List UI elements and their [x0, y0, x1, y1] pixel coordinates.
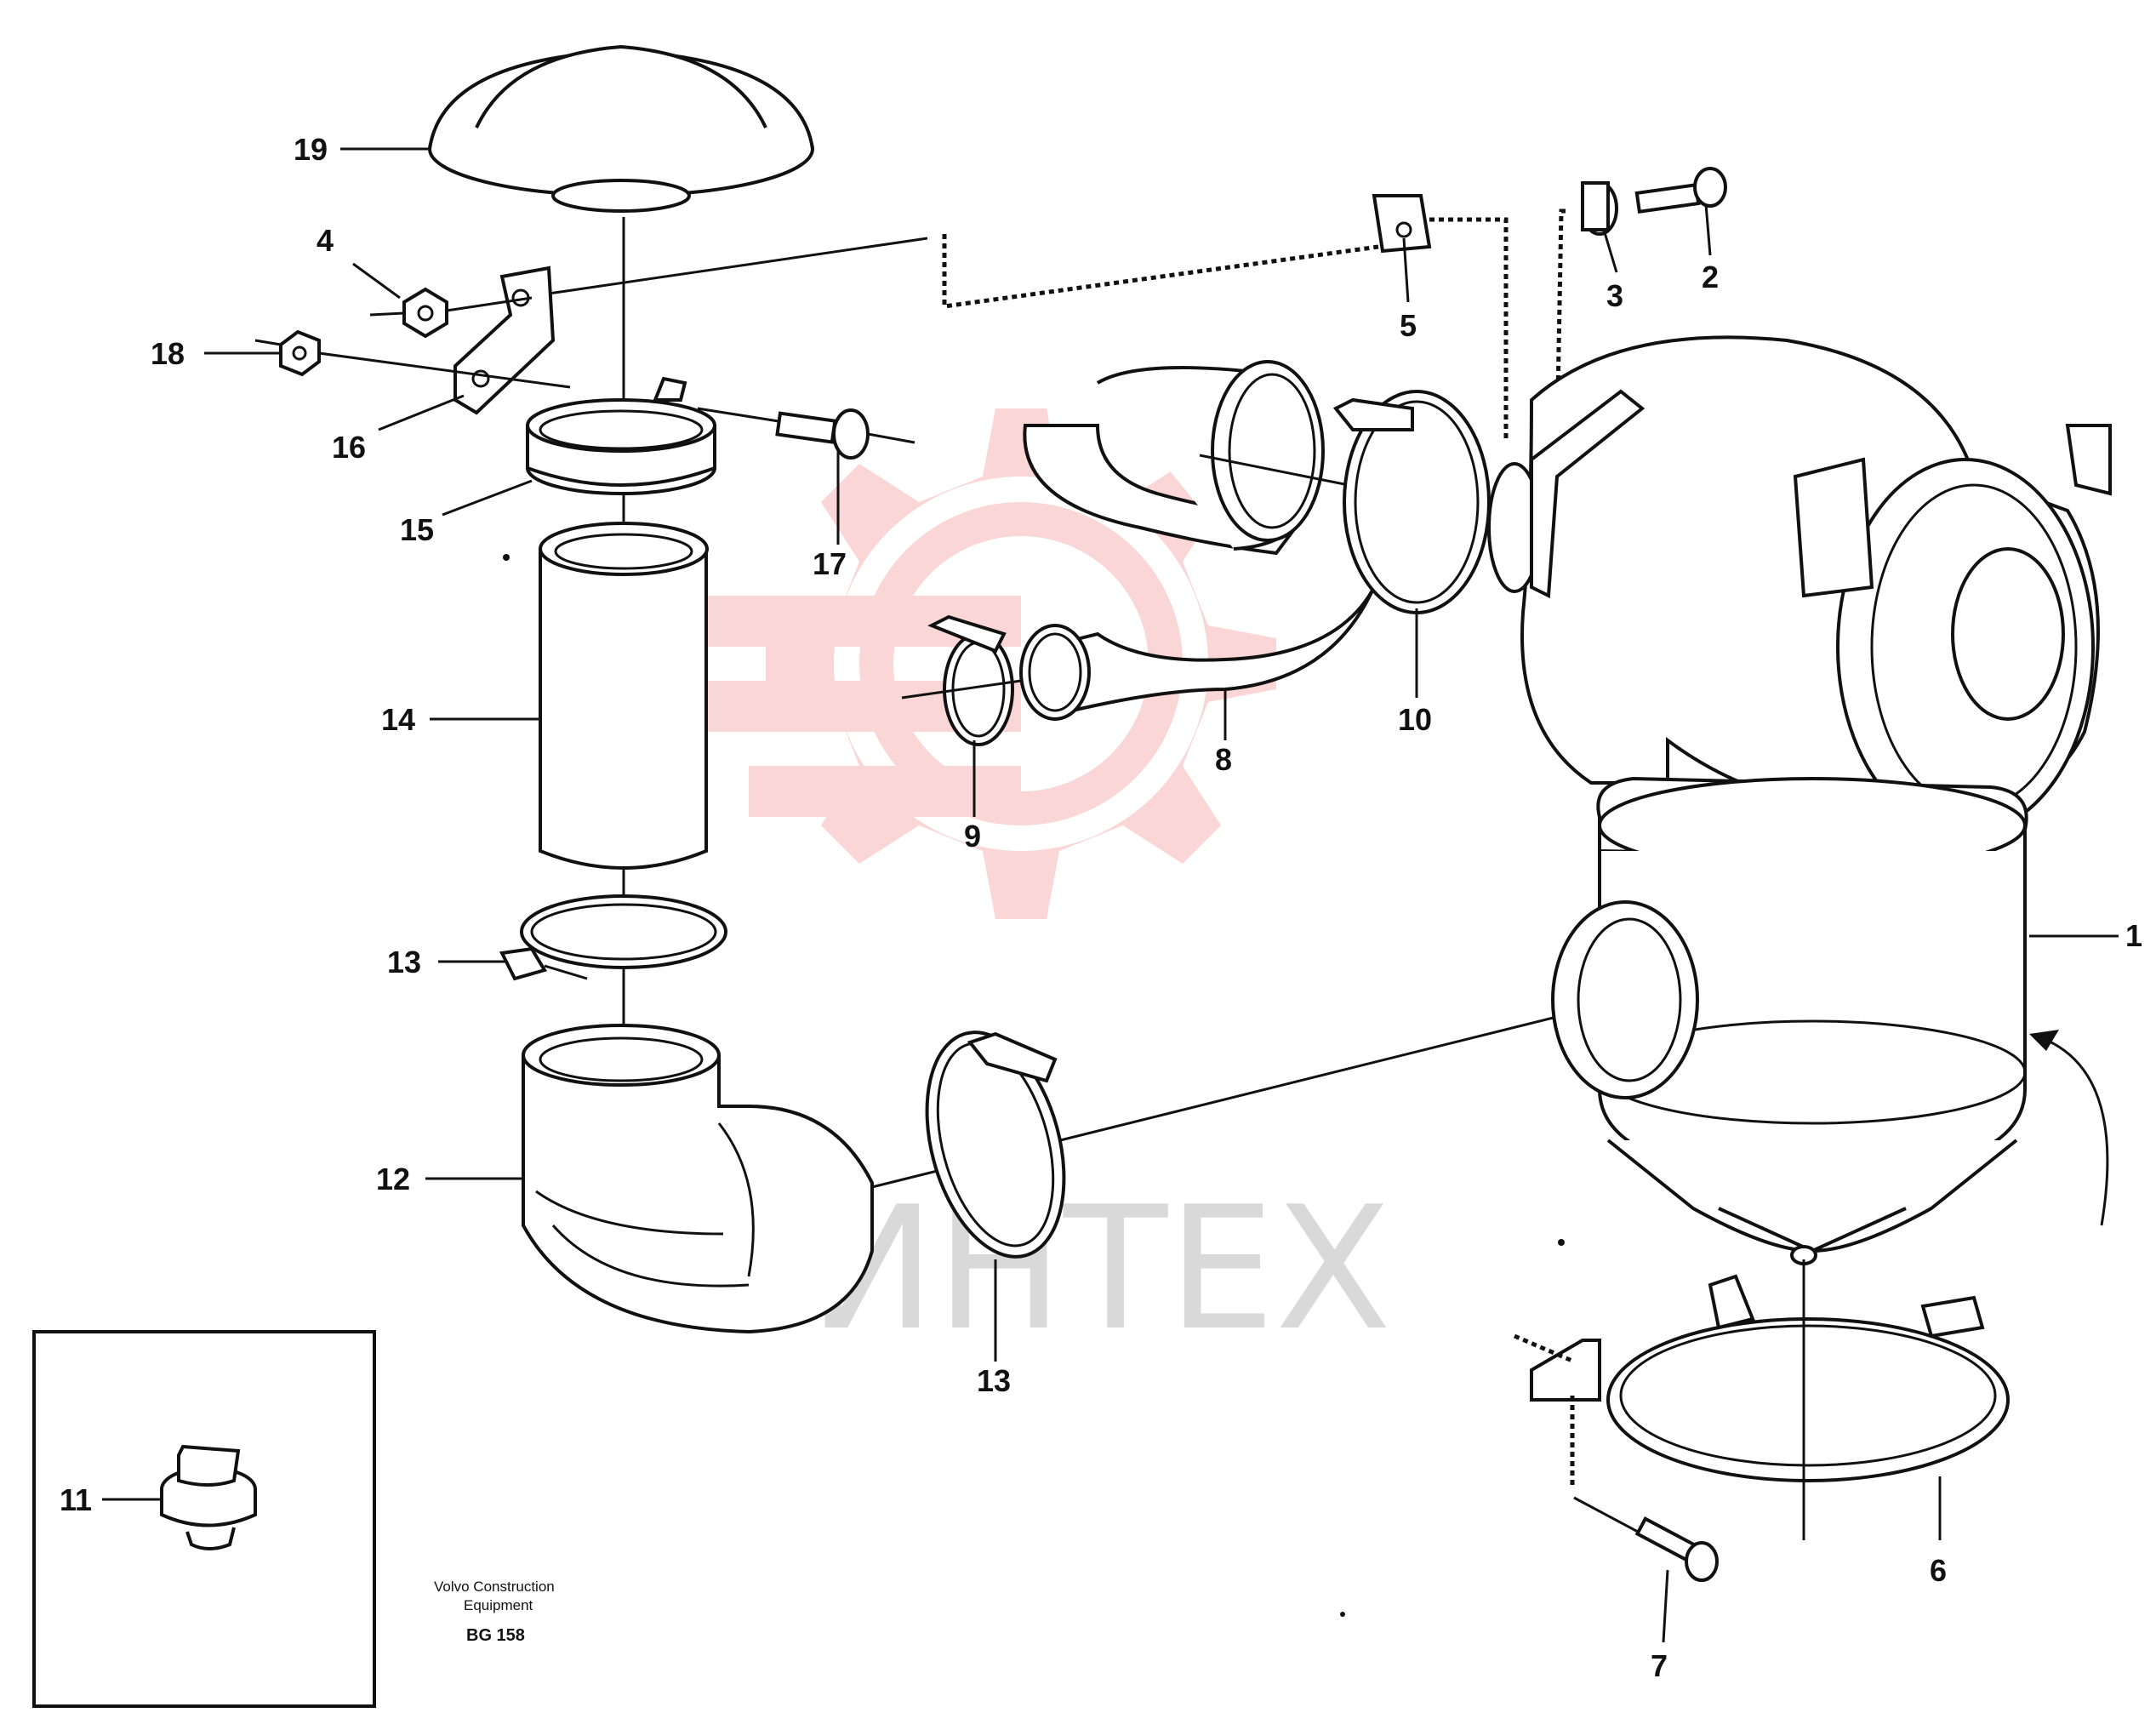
label-17: 17: [813, 546, 847, 581]
label-14: 14: [381, 702, 415, 737]
part-15-band: [526, 376, 716, 495]
label-3: 3: [1606, 278, 1623, 313]
watermark-text: ИНТЕХ: [808, 1170, 1392, 1368]
part-19-cap: [428, 44, 814, 213]
label-1: 1: [2125, 918, 2142, 953]
part-3-spacer: [1581, 181, 1618, 236]
label-19: 19: [294, 132, 328, 167]
label-6: 6: [1930, 1553, 1947, 1588]
label-5: 5: [1400, 308, 1417, 343]
part-14-tube: [539, 522, 709, 870]
part-18-nut: [279, 329, 321, 377]
part-10-clamp: [1332, 390, 1491, 614]
part-11-indicator: [160, 1444, 257, 1550]
part-5-clip: [1372, 194, 1432, 254]
part-13b-clamp: [925, 1031, 1066, 1259]
part-16-bracket: [453, 265, 556, 415]
part-7-bolt: [1634, 1516, 1719, 1582]
footer-code: BG 158: [466, 1626, 525, 1645]
label-15: 15: [400, 512, 434, 547]
part-2-bolt: [1634, 167, 1727, 214]
label-10: 10: [1398, 702, 1432, 737]
part-9-clamp: [927, 614, 1014, 746]
label-7: 7: [1651, 1648, 1668, 1683]
label-13b: 13: [977, 1363, 1011, 1398]
label-9: 9: [964, 819, 981, 854]
part-13a-clamp: [499, 894, 727, 981]
label-11: 11: [60, 1482, 92, 1517]
inset-box: [32, 1330, 376, 1708]
footer-line-2: Equipment: [464, 1597, 533, 1613]
label-16: 16: [332, 430, 366, 465]
part-12-elbow: [522, 1024, 874, 1334]
part-1-air-cleaner: [1487, 335, 2112, 1265]
label-18: 18: [151, 336, 185, 371]
footer-line-1: Volvo Construction: [434, 1579, 555, 1595]
label-2: 2: [1702, 260, 1719, 294]
label-12: 12: [376, 1162, 410, 1196]
part-4-nut: [402, 287, 448, 339]
watermark-logo: [647, 408, 1276, 919]
part-6-strap: [1530, 1274, 2010, 1482]
label-8: 8: [1215, 742, 1232, 777]
label-4: 4: [317, 223, 334, 258]
label-13a: 13: [387, 945, 421, 979]
part-17-bolt: [775, 408, 870, 460]
